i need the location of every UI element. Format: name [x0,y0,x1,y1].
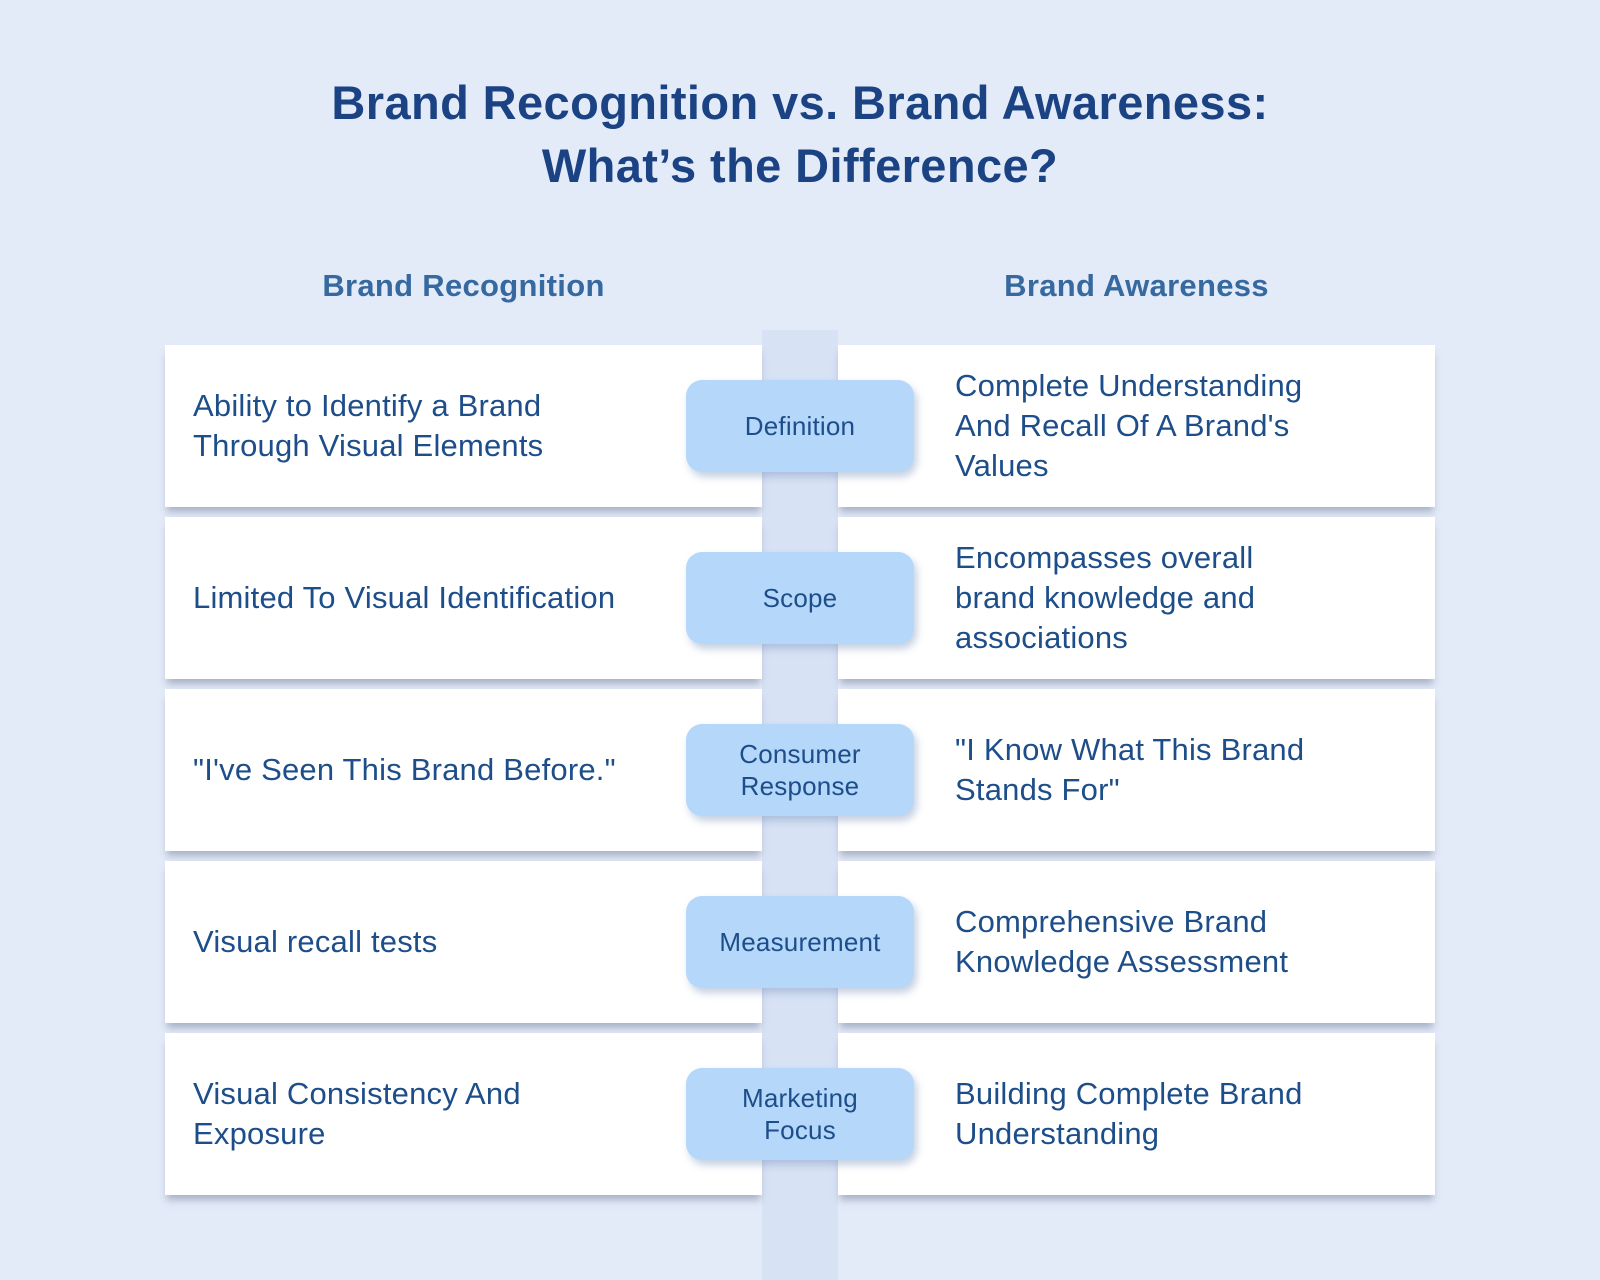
awareness-card-text: Comprehensive Brand Knowledge Assessment [955,904,1289,979]
recognition-card-text: Limited To Visual Identification [193,580,616,616]
category-pill-scope: Scope [686,552,914,644]
awareness-card: Complete Understanding And Recall Of A B… [838,345,1435,507]
recognition-card: Visual recall tests [165,861,762,1023]
awareness-card: Comprehensive Brand Knowledge Assessment [838,861,1435,1023]
category-pill-label: Measurement [719,926,881,957]
category-pill-consumer-response: Consumer Response [686,724,914,816]
column-header-brand-recognition: Brand Recognition [322,268,605,303]
category-pill-label: Scope [762,582,838,613]
recognition-card-text: Visual recall tests [193,924,438,960]
awareness-card-text: Building Complete Brand Understanding [955,1076,1303,1151]
comparison-row-definition: Ability to Identify a Brand Through Visu… [165,345,1435,507]
category-pill-label: Definition [744,410,856,441]
awareness-card: Encompasses overall brand knowledge and … [838,517,1435,679]
awareness-card-text: Encompasses overall brand knowledge and … [955,540,1256,655]
category-pill-label: Consumer Response [739,738,861,802]
comparison-row-marketing-focus: Visual Consistency And Exposure Building… [165,1033,1435,1195]
comparison-row-consumer-response: "I've Seen This Brand Before." "I Know W… [165,689,1435,851]
recognition-card-text: Ability to Identify a Brand Through Visu… [193,388,544,463]
category-pill-measurement: Measurement [686,896,914,988]
comparison-rows: Ability to Identify a Brand Through Visu… [165,345,1435,1205]
recognition-card-text: Visual Consistency And Exposure [193,1076,521,1151]
recognition-card: Limited To Visual Identification [165,517,762,679]
column-header-brand-awareness: Brand Awareness [1004,268,1269,303]
recognition-card-text: "I've Seen This Brand Before." [193,752,616,788]
awareness-card: "I Know What This Brand Stands For" [838,689,1435,851]
recognition-card: Ability to Identify a Brand Through Visu… [165,345,762,507]
category-pill-definition: Definition [686,380,914,472]
recognition-card: Visual Consistency And Exposure [165,1033,762,1195]
recognition-card: "I've Seen This Brand Before." [165,689,762,851]
page-title-line-1: Brand Recognition vs. Brand Awareness: [331,76,1269,129]
awareness-card: Building Complete Brand Understanding [838,1033,1435,1195]
category-pill-label: Marketing Focus [742,1082,858,1146]
page-title: Brand Recognition vs. Brand Awareness: W… [0,72,1600,197]
awareness-card-text: "I Know What This Brand Stands For" [955,732,1305,807]
comparison-row-scope: Limited To Visual Identification Encompa… [165,517,1435,679]
page-title-line-2: What’s the Difference? [541,138,1059,192]
awareness-card-text: Complete Understanding And Recall Of A B… [955,368,1303,483]
category-pill-marketing-focus: Marketing Focus [686,1068,914,1160]
comparison-row-measurement: Visual recall tests Comprehensive Brand … [165,861,1435,1023]
